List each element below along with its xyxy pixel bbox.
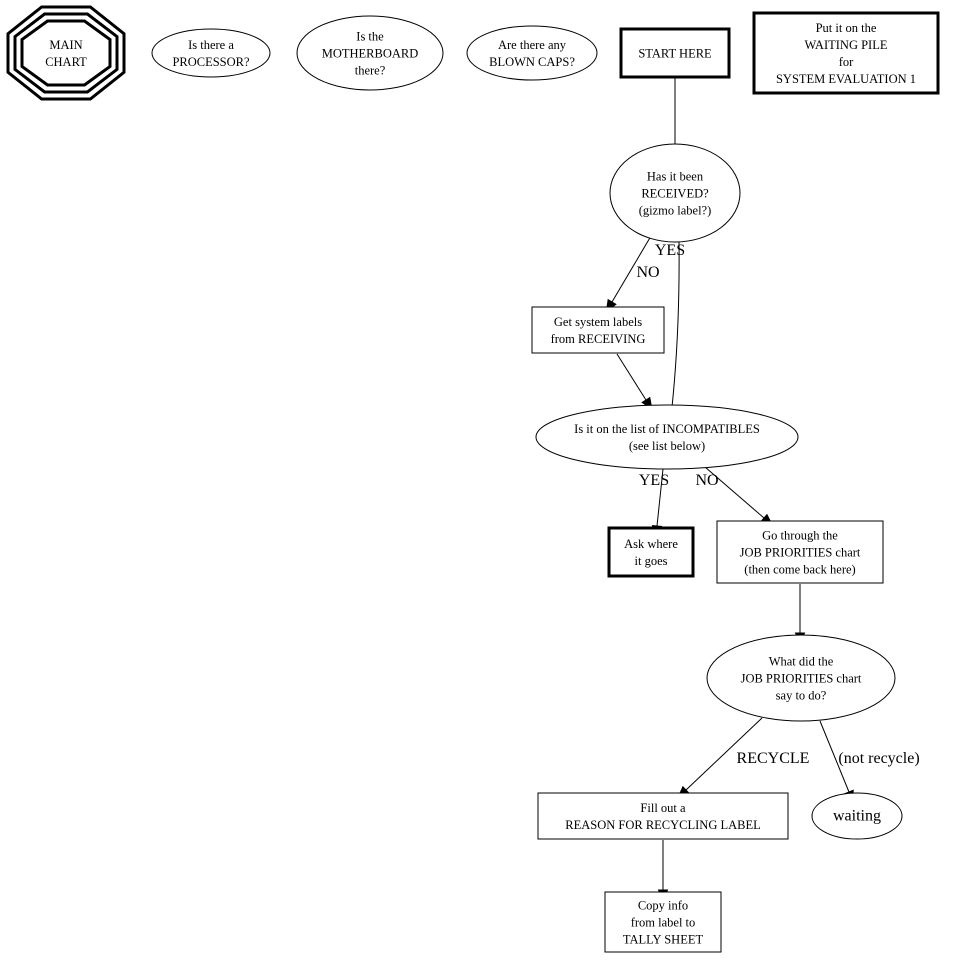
node-label-line: there? — [355, 64, 386, 78]
ellipse-shape — [296, 15, 444, 91]
edge-line — [656, 468, 664, 527]
edge-label: YES — [655, 242, 685, 259]
octagon-ring — [20, 19, 112, 87]
node-label-line: Is it on the list of INCOMPATIBLES — [574, 422, 760, 436]
edge-what-did-to-fill-out: RECYCLE — [677, 717, 810, 799]
node-label-line: from RECEIVING — [551, 332, 646, 346]
node-label-line: BLOWN CAPS? — [489, 55, 575, 69]
edge-label: NO — [636, 264, 659, 281]
ellipse-shape — [466, 25, 598, 81]
edge-line — [685, 717, 763, 791]
node-label-line: MAIN — [49, 38, 82, 52]
edge-get-labels-to-incompatibles — [616, 353, 653, 411]
node-get-labels: Get system labels from RECEIVING — [531, 306, 665, 354]
node-label-line: RECEIVED? — [641, 187, 709, 201]
node-label-line: (then come back here) — [744, 563, 855, 577]
node-label-line: Get system labels — [554, 315, 642, 329]
octagon-ring — [13, 12, 119, 94]
node-label-line: Is the — [356, 30, 384, 44]
node-label-line: say to do? — [776, 689, 827, 703]
node-label-line: waiting — [833, 808, 881, 825]
edge-received-to-get-labels: NO — [605, 235, 660, 313]
ellipse-shape — [811, 792, 903, 840]
box-shape — [537, 792, 789, 840]
node-main-chart[interactable]: MAIN CHART — [6, 5, 126, 101]
box-shape — [716, 520, 884, 584]
edge-line — [611, 235, 652, 303]
node-label-line: Go through the — [762, 529, 838, 543]
node-start-here: START HERE — [619, 27, 731, 79]
node-label-line: Ask where — [624, 537, 678, 551]
ellipse-shape — [706, 634, 896, 722]
ellipse-shape — [609, 143, 741, 243]
edge-what-did-to-waiting: (not recycle) — [819, 720, 920, 804]
node-label-line: Fill out a — [640, 801, 686, 815]
edge-line — [704, 466, 765, 519]
node-label-line: What did the — [769, 655, 834, 669]
edge-line — [819, 720, 850, 793]
node-label-line: START HERE — [638, 47, 712, 61]
nodes-layer: MAIN CHART Is there a PROCESSOR? Is theMOTHE… — [6, 5, 940, 953]
node-label-line: Put it on the — [816, 21, 877, 35]
node-label-line: REASON FOR RECYCLING LABEL — [565, 818, 761, 832]
node-fill-out: Fill out a REASON FOR RECYCLING LABEL — [537, 792, 789, 840]
box-shape — [619, 27, 731, 79]
node-label-line: Is there a — [188, 38, 234, 52]
node-label-line: TALLY SHEET — [623, 933, 704, 947]
box-shape — [604, 891, 722, 953]
node-label-line: JOB PRIORITIES chart — [741, 672, 862, 686]
edge-incompatibles-to-job-priorities: NO — [695, 466, 774, 527]
edge-label: YES — [639, 472, 669, 489]
node-label-line: SYSTEM EVALUATION 1 — [776, 72, 916, 86]
node-label-line: it goes — [635, 554, 668, 568]
node-label-line: MOTHERBOARD — [322, 47, 419, 61]
box-shape — [752, 11, 940, 95]
node-label-line: Are there any — [498, 38, 567, 52]
edge-label: NO — [695, 472, 718, 489]
edge-line — [616, 353, 647, 401]
node-label-line: Has it been — [647, 170, 704, 184]
edge-label: RECYCLE — [737, 750, 810, 767]
node-incompatibles: Is it on the list of INCOMPATIBLES (see l… — [535, 404, 799, 470]
box-shape — [607, 526, 695, 578]
node-label-line: (gizmo label?) — [639, 204, 712, 218]
edge-line — [671, 240, 680, 408]
ellipse-shape — [151, 28, 271, 78]
node-label-line: CHART — [45, 55, 87, 69]
node-label-line: PROCESSOR? — [172, 55, 250, 69]
node-processor[interactable]: Is there a PROCESSOR? — [151, 28, 271, 78]
node-copy-info: Copy info from label to TALLY SHEET — [604, 891, 722, 953]
ellipse-shape — [535, 404, 799, 470]
node-ask-where: Ask where it goes — [607, 526, 695, 578]
node-waiting[interactable]: waiting — [811, 792, 903, 840]
node-label-line: JOB PRIORITIES chart — [740, 546, 861, 560]
box-shape — [531, 306, 665, 354]
node-label-line: (see list below) — [629, 439, 705, 453]
node-label-line: WAITING PILE — [805, 38, 888, 52]
node-label-line: from label to — [631, 916, 696, 930]
node-label-line: for — [839, 55, 854, 69]
node-label-line: Copy info — [638, 899, 688, 913]
edge-label: (not recycle) — [838, 750, 919, 767]
